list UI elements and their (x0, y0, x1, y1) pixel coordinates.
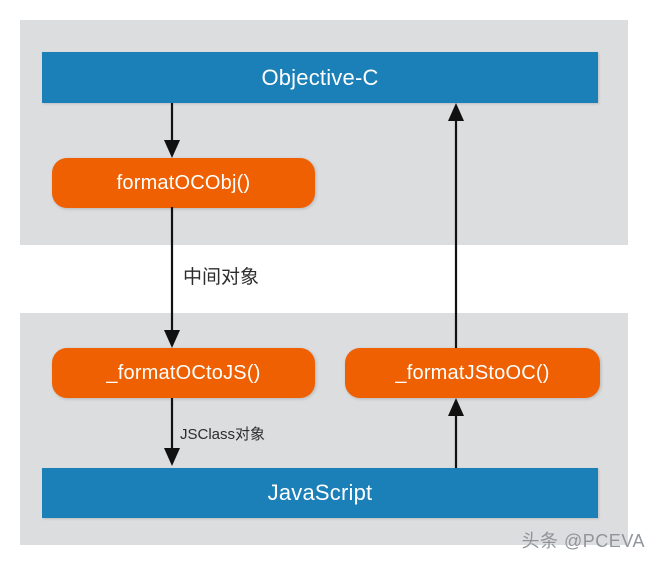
objective-c-bar: Objective-C (42, 52, 598, 103)
format-oc-obj-node: formatOCObj() (52, 158, 315, 208)
format-oc-to-js-label: _formatOCtoJS() (106, 361, 261, 384)
javascript-bar-label: JavaScript (267, 480, 373, 505)
javascript-bar: JavaScript (42, 468, 598, 518)
edge-label-jsclass-object: JSClass对象 (180, 426, 266, 443)
arrow-format-oc-to-js-to-javascript (164, 398, 180, 466)
objective-c-bar-label: Objective-C (261, 64, 379, 90)
format-oc-obj-label: formatOCObj() (116, 171, 251, 194)
arrow-javascript-to-format-js-to-oc (448, 398, 464, 468)
format-js-to-oc-label: _formatJStoOC() (395, 361, 550, 384)
arrow-format-js-to-oc-to-objc (448, 103, 464, 348)
edge-label-intermediate-object: 中间对象 (183, 267, 260, 288)
watermark: 头条 @PCEVA (521, 531, 645, 551)
arrow-format-oc-obj-to-format-oc-to-js (164, 207, 180, 348)
format-oc-to-js-node: _formatOCtoJS() (52, 348, 315, 398)
arrow-objc-to-format-oc-obj (164, 103, 180, 158)
format-js-to-oc-node: _formatJStoOC() (345, 348, 600, 398)
